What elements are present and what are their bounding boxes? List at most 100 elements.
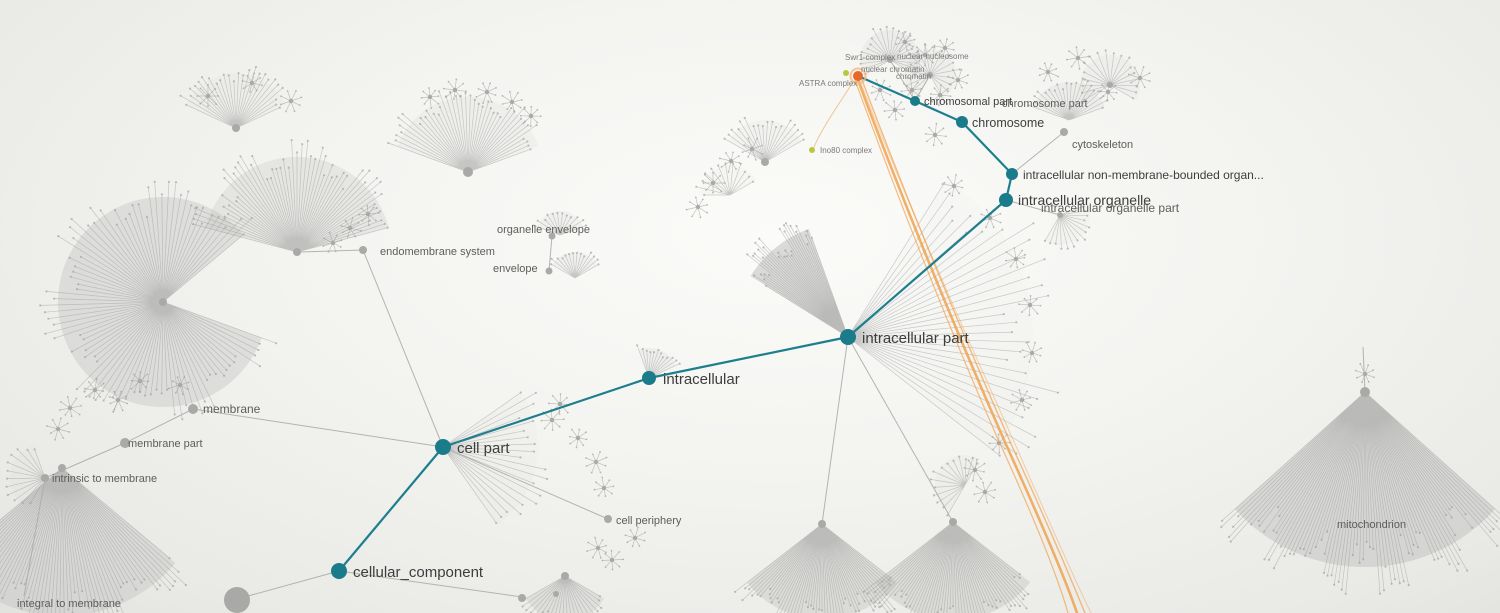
cluster-label[interactable]: chromosome part [1002, 98, 1088, 110]
collapsed-node-cluster[interactable] [883, 100, 906, 121]
burst-center-node[interactable] [528, 113, 534, 119]
burst-center-node[interactable] [137, 378, 143, 384]
graph-node[interactable] [761, 158, 769, 166]
path-node-non_membrane_bounded[interactable] [1006, 168, 1018, 180]
fan-tip-node[interactable] [147, 186, 150, 189]
graph-node[interactable] [818, 520, 826, 528]
fan-tip-node[interactable] [526, 436, 529, 439]
path-node-label-chromosome[interactable]: chromosome [972, 116, 1044, 130]
fan-tip-node[interactable] [190, 204, 193, 207]
cluster-label[interactable]: envelope [493, 263, 538, 275]
fan-tip-node[interactable] [971, 456, 974, 460]
fan-tip-node[interactable] [271, 168, 274, 171]
fan-tip-node[interactable] [842, 602, 845, 605]
collapsed-fan-cluster[interactable] [5, 445, 46, 509]
burst-center-node[interactable] [1029, 350, 1035, 356]
collapsed-node-cluster[interactable] [130, 371, 150, 393]
collapsed-fan-cluster[interactable] [550, 251, 600, 279]
path-node-intracellular[interactable] [642, 371, 656, 385]
collapsed-node-cluster[interactable] [59, 396, 82, 418]
graph-node[interactable] [1057, 212, 1063, 218]
fan-tip-node[interactable] [561, 212, 564, 215]
path-node-label-intracellular[interactable]: intracellular [663, 371, 740, 388]
cluster-label[interactable]: cytoskeleton [1072, 139, 1133, 151]
fan-tip-node[interactable] [1344, 592, 1347, 595]
tiny-node-label[interactable]: chromatin [896, 72, 931, 81]
path-node-intracellular_part[interactable] [840, 329, 856, 345]
collapsed-node-cluster[interactable] [442, 78, 467, 100]
graph-node[interactable] [293, 248, 301, 256]
burst-center-node[interactable] [1075, 55, 1081, 61]
path-node-label-non_membrane_bounded[interactable]: intracellular non-membrane-bounded organ… [1023, 168, 1264, 182]
fan-tip-node[interactable] [804, 601, 808, 604]
burst-center-node[interactable] [695, 204, 701, 210]
collapsed-node-cluster[interactable] [83, 377, 105, 400]
fan-tip-node[interactable] [160, 193, 163, 196]
burst-center-node[interactable] [177, 382, 183, 388]
path-node-label-intracellular_organelle[interactable]: intracellular organelle [1018, 192, 1151, 208]
fan-tip-node[interactable] [23, 583, 26, 586]
path-node-label-chromosomal_part[interactable]: chromosomal part [924, 96, 1012, 108]
collapsed-node-cluster[interactable] [586, 536, 607, 559]
graph-node[interactable] [927, 72, 933, 78]
fan-tip-node[interactable] [1402, 580, 1405, 583]
path-node-chromosomal_part[interactable] [910, 96, 920, 106]
burst-center-node[interactable] [288, 98, 294, 104]
fan-tip-node[interactable] [386, 226, 389, 229]
path-node-label-cell_part[interactable]: cell part [457, 440, 510, 457]
tiny-node-label[interactable]: nuclear nucleosome [897, 52, 969, 61]
fan-tip-node[interactable] [544, 468, 547, 471]
collapsed-node-cluster[interactable] [358, 204, 380, 227]
fan-tip-node[interactable] [160, 392, 163, 395]
fan-tip-node[interactable] [1320, 538, 1323, 541]
burst-center-node[interactable] [1027, 302, 1033, 308]
graph-node[interactable] [224, 587, 250, 613]
graph-node[interactable] [518, 594, 526, 602]
burst-center-node[interactable] [1045, 69, 1051, 75]
fan-tip-node[interactable] [533, 442, 536, 446]
collapsed-node-cluster[interactable] [702, 171, 726, 194]
graph-node[interactable] [561, 572, 569, 580]
collapsed-node-cluster[interactable] [933, 38, 955, 58]
fan-tip-node[interactable] [844, 597, 847, 600]
fan-tip-node[interactable] [1407, 552, 1410, 555]
graph-node[interactable] [1360, 387, 1370, 397]
collapsed-node-cluster[interactable] [1005, 247, 1026, 269]
fan-tip-node[interactable] [1365, 540, 1368, 543]
burst-center-node[interactable] [749, 146, 755, 152]
burst-center-node[interactable] [427, 94, 433, 100]
path-node-cell_part[interactable] [435, 439, 451, 455]
burst-center-node[interactable] [987, 215, 993, 221]
fan-tip-node[interactable] [314, 157, 317, 160]
collapsed-node-cluster[interactable] [241, 72, 263, 93]
graph-node[interactable] [887, 57, 893, 63]
cluster-label[interactable]: membrane [203, 402, 261, 416]
burst-center-node[interactable] [92, 387, 98, 393]
burst-center-node[interactable] [452, 87, 458, 93]
fan-tip-node[interactable] [1333, 583, 1336, 586]
fan-tip-node[interactable] [279, 166, 282, 169]
fan-tip-node[interactable] [81, 590, 84, 593]
burst-center-node[interactable] [972, 467, 978, 473]
cluster-label[interactable]: membrane part [128, 438, 203, 450]
fan-tip-node[interactable] [532, 419, 535, 423]
cluster-label[interactable]: organelle envelope [497, 224, 590, 236]
collapsed-fan-cluster[interactable] [1220, 391, 1500, 595]
collapsed-fan-cluster[interactable] [929, 454, 980, 517]
collapsed-fan-cluster[interactable] [521, 575, 605, 613]
fan-tip-node[interactable] [1393, 578, 1397, 581]
burst-center-node[interactable] [1019, 397, 1025, 403]
burst-center-node[interactable] [595, 545, 601, 551]
collapsed-node-cluster[interactable] [340, 217, 362, 238]
collapsed-node-cluster[interactable] [895, 32, 916, 52]
collapsed-node-cluster[interactable] [1127, 66, 1151, 89]
complex-node[interactable] [843, 70, 849, 76]
tiny-node-label[interactable]: Ino80 complex [820, 146, 872, 155]
fan-tip-node[interactable] [915, 62, 918, 65]
burst-center-node[interactable] [710, 180, 716, 186]
burst-center-node[interactable] [593, 459, 599, 465]
collapsed-node-cluster[interactable] [973, 481, 996, 504]
collapsed-fan-cluster[interactable] [1043, 204, 1091, 250]
collapsed-node-cluster[interactable] [475, 82, 497, 104]
